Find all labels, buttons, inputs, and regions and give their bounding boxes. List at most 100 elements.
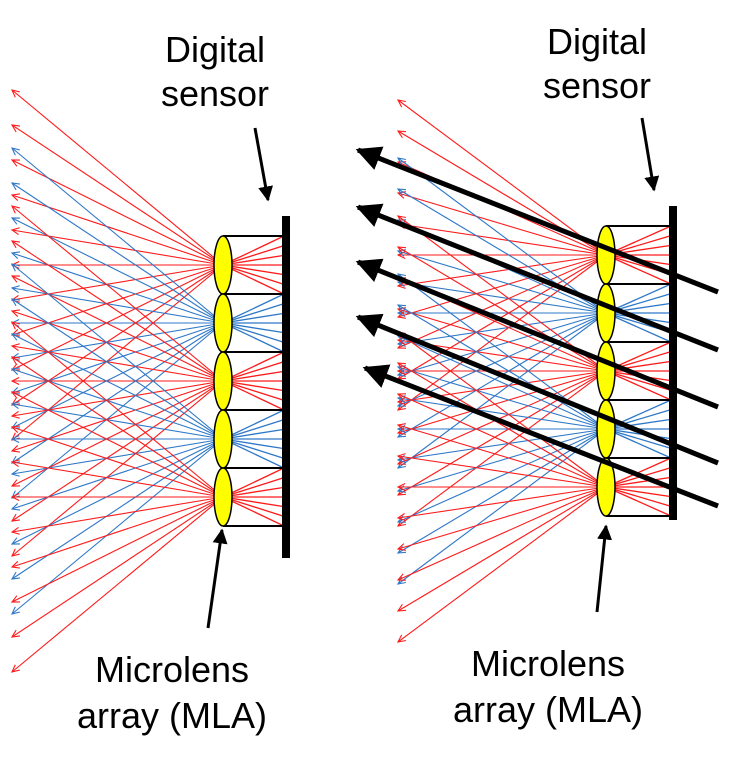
right-ray-arrowhead <box>396 513 406 521</box>
left-ray <box>11 159 224 266</box>
left-ray <box>222 351 285 382</box>
left-ray-arrowhead <box>10 193 21 201</box>
arrow-icon <box>355 258 719 410</box>
left-ray-arrowhead <box>10 124 21 133</box>
left-ray <box>11 194 224 266</box>
left-ray-arrowhead <box>11 89 20 98</box>
right-ray <box>397 455 607 488</box>
left-ray <box>11 496 224 638</box>
right-ray <box>397 393 607 488</box>
right-ray <box>397 428 607 461</box>
right-microlens-array <box>596 225 616 517</box>
left-ray <box>222 370 285 382</box>
right-ray <box>397 428 607 492</box>
left-sensor-label-line1: Digital <box>165 29 265 70</box>
right-sensor-pointer-arrow <box>640 117 660 192</box>
right-ray <box>397 486 607 581</box>
ellipse-lens-icon <box>596 283 616 343</box>
left-ray <box>11 461 224 498</box>
left-ray <box>222 438 285 469</box>
ellipse-lens-icon <box>596 457 616 517</box>
left-ray-arrowhead <box>10 217 21 225</box>
right-mla-label-line1: Microlens <box>471 643 625 684</box>
left-ray-arrowhead <box>10 410 20 419</box>
left-ray <box>222 486 285 498</box>
right-sensor-label-line1: Digital <box>547 21 647 62</box>
right-ray <box>397 308 607 372</box>
right-ray-arrowhead <box>396 188 407 196</box>
right-ray <box>397 254 607 287</box>
left-ray-arrowhead <box>11 263 20 272</box>
left-ray-arrowhead <box>10 182 21 191</box>
arrow-icon <box>355 146 719 295</box>
right-ray <box>397 335 607 430</box>
left-ray-arrowhead <box>10 493 20 501</box>
left-ray-arrowhead <box>10 595 21 603</box>
right-ray-arrowhead <box>396 393 407 401</box>
right-ray <box>605 486 672 507</box>
left-ray <box>222 477 285 498</box>
ellipse-lens-icon <box>213 351 233 411</box>
left-ray <box>222 419 285 440</box>
left-ray <box>222 409 285 440</box>
right-ray-arrowhead <box>396 543 406 551</box>
left-sensor-label-line2: sensor <box>161 73 269 114</box>
left-ray <box>11 496 224 533</box>
left-mla-label-line1: Microlens <box>95 649 249 690</box>
left-ray-arrowhead <box>10 377 20 385</box>
left-ray-arrowhead <box>10 421 21 429</box>
left-ray <box>11 264 224 336</box>
left-ray-arrowhead <box>10 387 21 395</box>
left-ray <box>11 321 224 498</box>
left-ray-arrowhead <box>10 401 20 410</box>
right-ray <box>397 304 607 430</box>
right-ray <box>397 312 607 376</box>
right-ray <box>397 370 607 496</box>
right-ray <box>397 223 607 256</box>
left-ray-arrowhead <box>10 227 20 236</box>
left-ray <box>222 496 285 517</box>
left-ray <box>11 496 224 568</box>
left-ray-arrowhead <box>10 285 20 294</box>
right-ray <box>397 370 607 434</box>
left-ray <box>222 235 285 266</box>
left-ray-arrowhead <box>10 356 21 365</box>
left-ray <box>11 356 224 498</box>
right-ray <box>397 424 607 488</box>
right-ray <box>605 428 672 459</box>
left-ray-arrowhead <box>10 445 21 453</box>
right-ray <box>397 99 607 256</box>
left-ray-arrowhead <box>11 606 20 615</box>
left-ray <box>11 368 224 440</box>
right-ray <box>397 370 607 527</box>
left-ray-arrowhead <box>10 343 20 352</box>
left-ray <box>11 380 224 522</box>
left-ray-arrowhead <box>10 435 20 443</box>
left-ray-arrowhead <box>10 397 21 406</box>
left-ray-arrowhead <box>11 548 20 557</box>
right-ray <box>605 254 672 285</box>
right-panel: Digital sensor Microlens array (MLA) <box>355 21 719 730</box>
left-ray <box>222 312 285 324</box>
left-lens-holders <box>223 235 284 527</box>
right-ray <box>397 331 607 488</box>
right-ray-arrowhead <box>396 453 406 461</box>
right-ray <box>397 370 607 465</box>
left-ray <box>222 496 285 508</box>
left-ray-arrowhead <box>10 425 21 433</box>
right-ray <box>397 397 607 430</box>
right-ray-arrowhead <box>396 99 406 108</box>
right-ray-arrowhead <box>396 423 406 431</box>
left-ray <box>222 361 285 382</box>
right-ray <box>397 486 607 643</box>
left-ray-arrowhead <box>10 468 20 477</box>
left-ray <box>222 428 285 440</box>
right-ray <box>605 370 672 391</box>
ellipse-lens-icon <box>213 467 233 527</box>
left-ray-arrowhead <box>10 526 20 535</box>
left-digital-sensor <box>282 216 290 558</box>
left-ray-arrowhead <box>10 391 21 399</box>
left-ray-arrowhead <box>10 513 21 522</box>
left-ray <box>11 264 224 406</box>
right-ray <box>397 312 607 345</box>
